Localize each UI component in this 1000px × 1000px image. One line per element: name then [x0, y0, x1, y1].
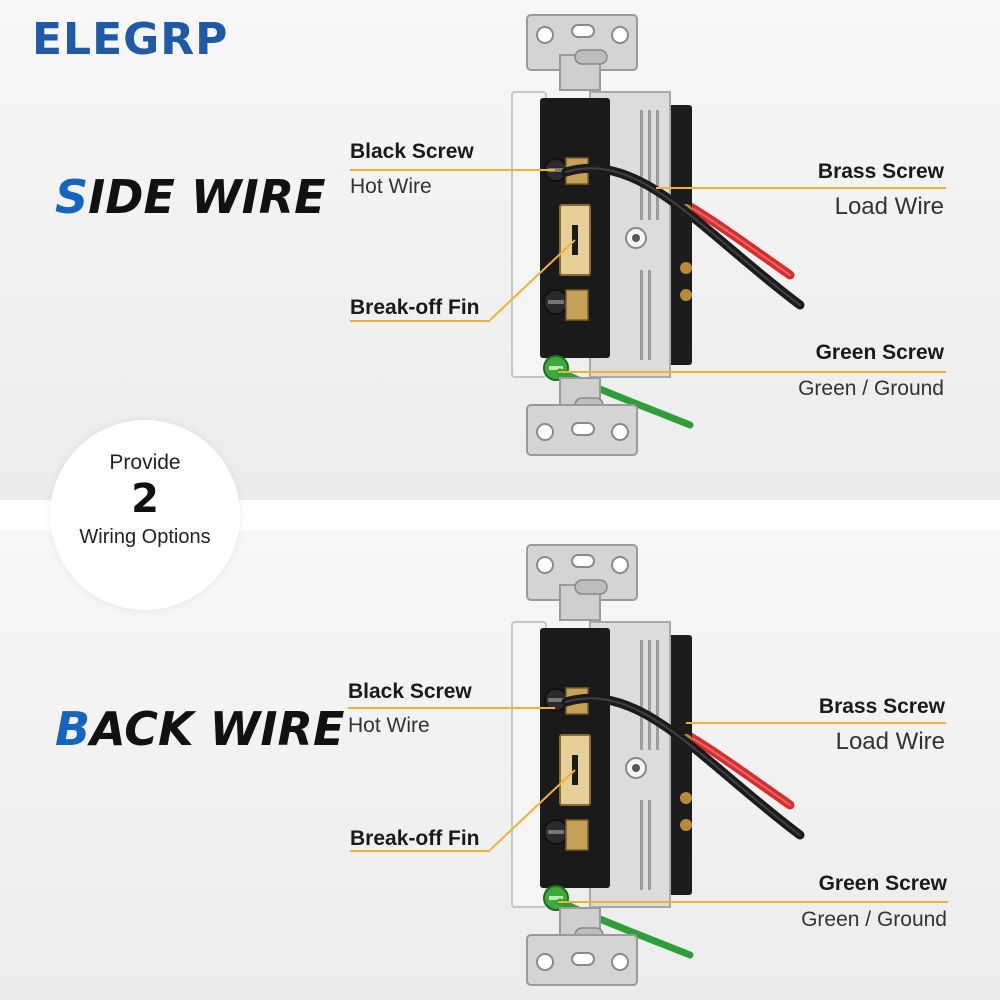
side-wire-title: SIDE WIRE — [55, 170, 326, 224]
back-wire-title-initial: B — [55, 702, 91, 756]
side-green-screw-line — [558, 371, 946, 373]
side-green-ground-label: Green / Ground — [798, 377, 944, 400]
side-load-wire-label: Load Wire — [834, 193, 944, 220]
brand-logo: ELEGRP — [32, 14, 229, 65]
back-green-screw-label: Green Screw — [818, 872, 947, 895]
side-wire-title-rest: IDE WIRE — [88, 170, 326, 224]
back-wire-panel — [0, 530, 1000, 1000]
back-green-ground-label: Green / Ground — [801, 908, 947, 931]
side-hot-wire-label: Hot Wire — [350, 175, 432, 198]
back-brass-screw-line — [686, 722, 946, 724]
back-green-screw-line — [558, 901, 948, 903]
back-black-screw-line — [348, 707, 555, 709]
badge-count: 2 — [131, 476, 159, 522]
back-brass-screw-label: Brass Screw — [818, 695, 945, 718]
back-wire-switch — [512, 545, 800, 985]
side-wire-switch — [512, 15, 800, 455]
back-break-off-fin-label: Break-off Fin — [350, 827, 480, 850]
back-hot-wire-label: Hot Wire — [348, 714, 430, 737]
side-brass-screw-label: Brass Screw — [817, 160, 944, 183]
badge-line-3: Wiring Options — [79, 526, 211, 548]
side-wire-title-initial: S — [55, 170, 89, 224]
side-black-screw-label: Black Screw — [350, 140, 474, 163]
back-black-screw-label: Black Screw — [348, 680, 472, 703]
back-load-wire-label: Load Wire — [835, 728, 945, 755]
back-wire-title: BACK WIRE — [55, 702, 344, 756]
side-brass-screw-line — [656, 187, 946, 189]
side-break-off-fin-line — [350, 320, 490, 322]
side-break-off-fin-label: Break-off Fin — [350, 296, 480, 319]
badge-line-1: Provide — [109, 451, 181, 474]
wiring-options-badge: Provide 2 Wiring Options — [50, 420, 240, 610]
back-break-off-fin-line — [350, 850, 490, 852]
back-wire-title-rest: ACK WIRE — [90, 702, 345, 756]
side-green-screw-label: Green Screw — [815, 341, 944, 364]
side-black-screw-line — [350, 169, 555, 171]
